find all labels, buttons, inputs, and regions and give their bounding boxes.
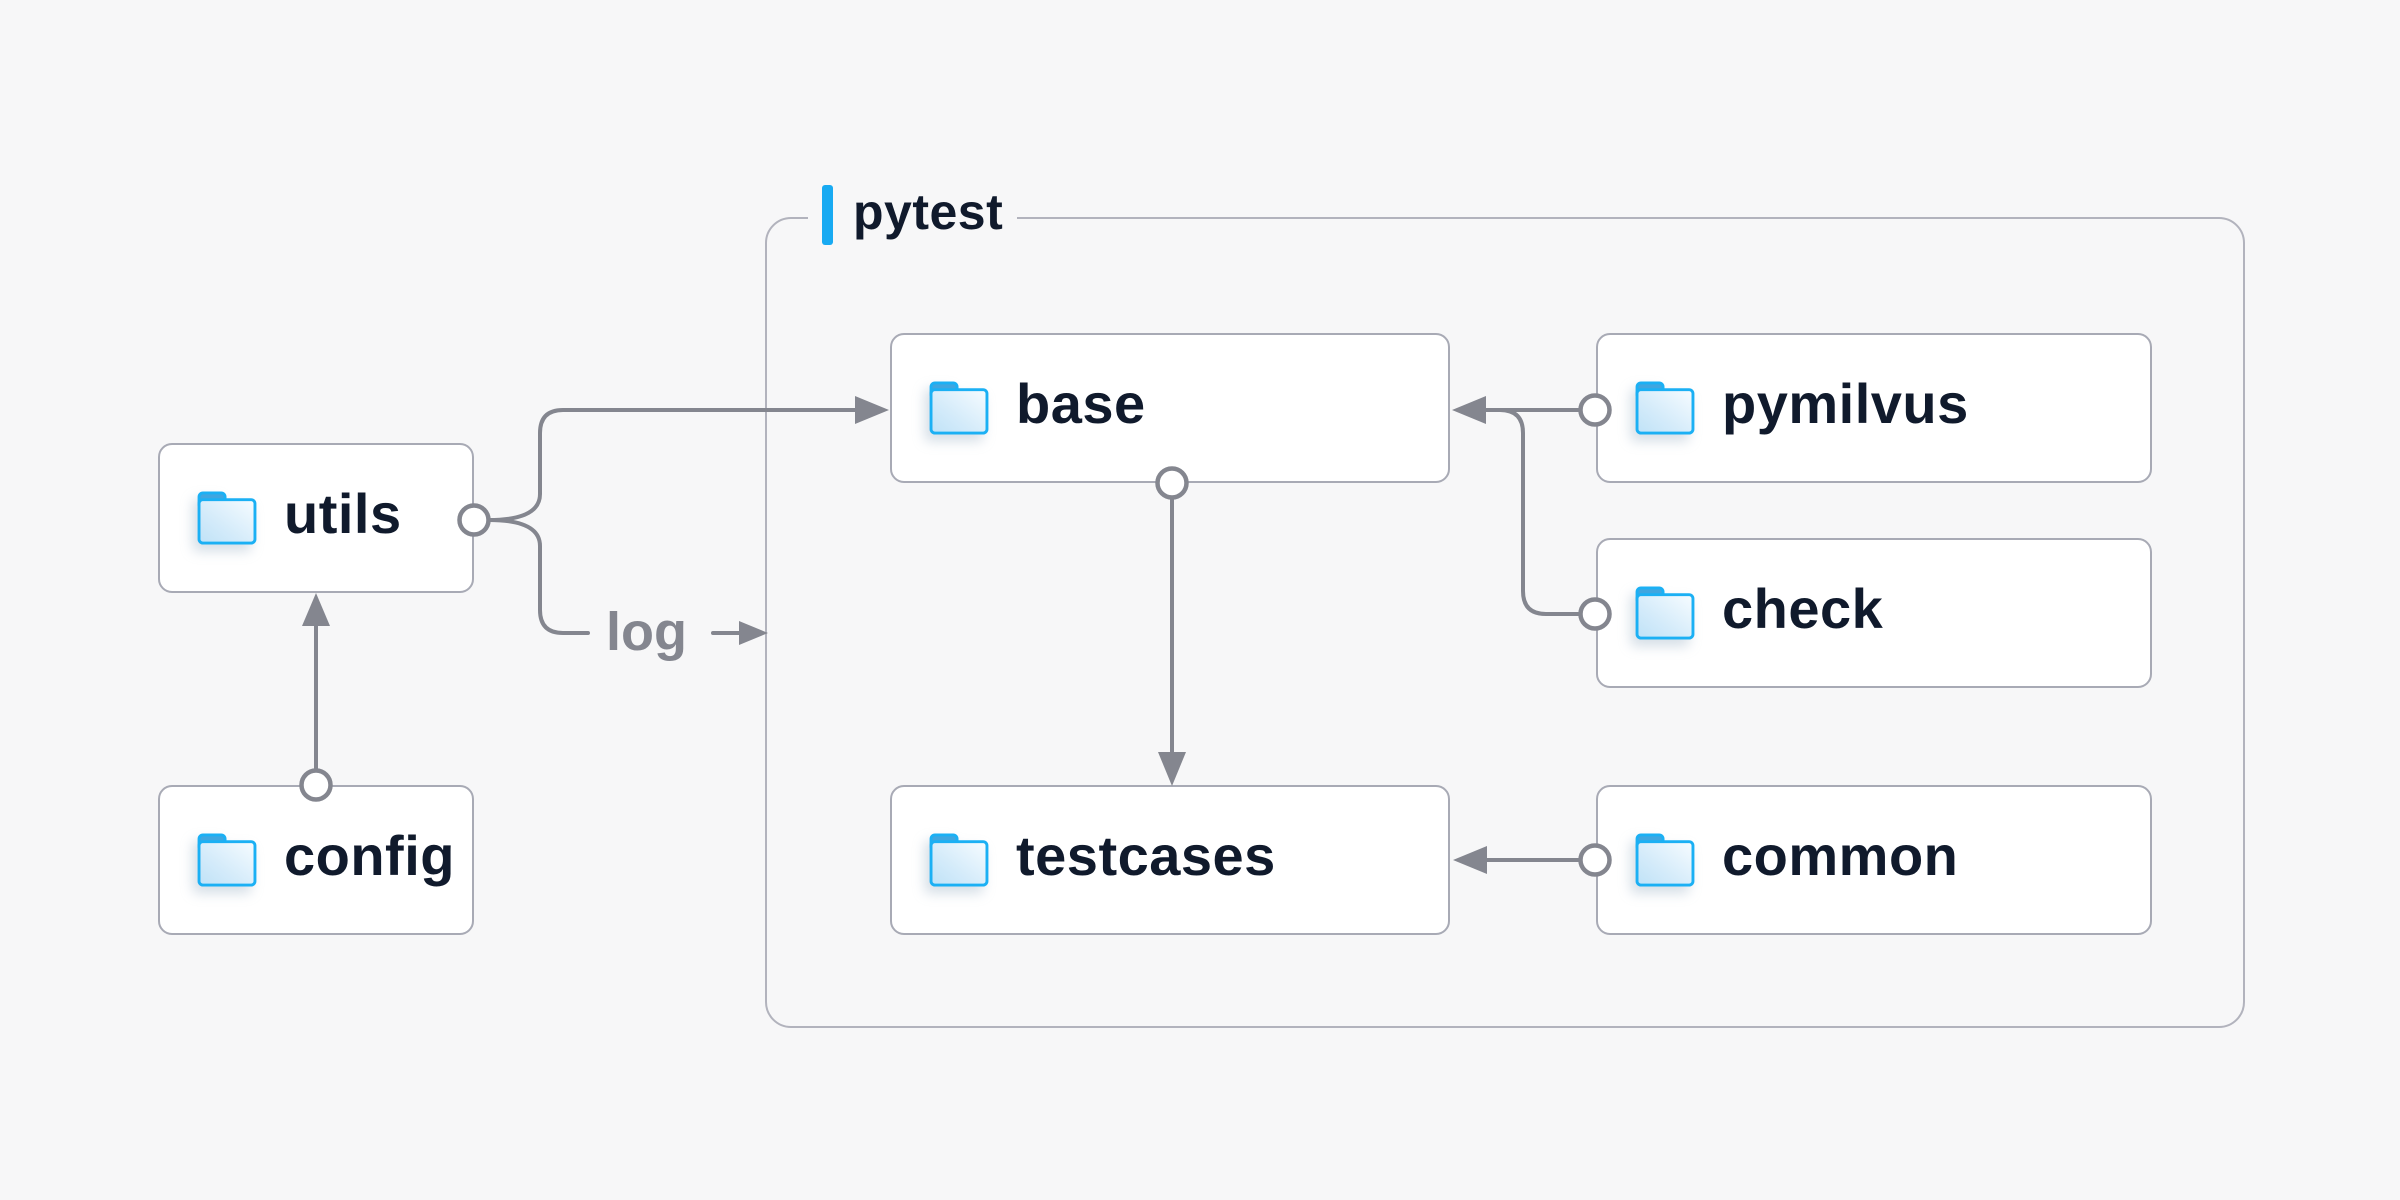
node-testcases: testcases [890,785,1450,935]
node-config: config [158,785,474,935]
folder-icon [1635,586,1695,640]
node-label: base [1016,372,1146,435]
folder-icon [197,833,257,887]
arrowhead-right-icon [739,621,768,645]
node-label: common [1722,824,1959,887]
node-label: check [1722,577,1884,640]
edge-utils-log [487,518,590,635]
node-utils: utils [158,443,474,593]
node-pymilvus: pymilvus [1596,333,2152,483]
log-edge-label: log [606,602,687,662]
group-title: pytest [853,184,1004,240]
node-check: check [1596,538,2152,688]
pytest-group-label: pytest [808,182,1018,248]
node-label: pymilvus [1722,372,1969,435]
node-label: utils [284,482,402,545]
folder-icon [197,491,257,545]
folder-icon [1635,833,1695,887]
folder-icon [1635,381,1695,435]
folder-icon [929,381,989,435]
node-common: common [1596,785,2152,935]
node-label: config [284,824,455,887]
folder-icon [929,833,989,887]
accent-bar [822,185,833,245]
arrowhead-up-icon [302,593,330,626]
node-label: testcases [1016,824,1276,887]
node-base: base [890,333,1450,483]
